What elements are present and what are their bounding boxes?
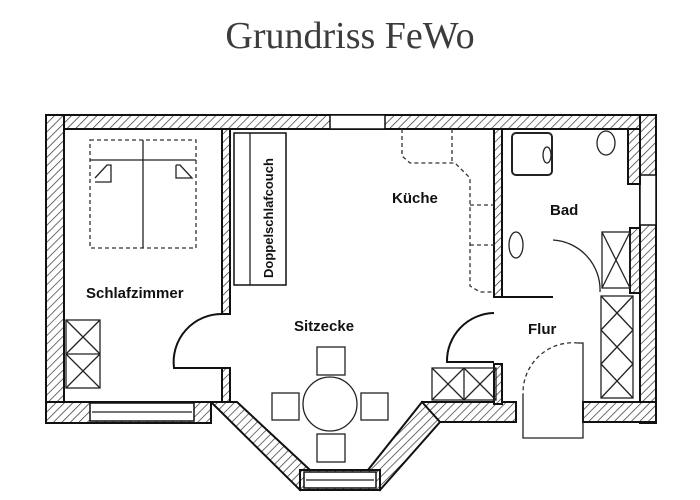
wardrobes [65, 231, 634, 401]
room-label-schlafzimmer: Schlafzimmer [86, 285, 184, 302]
couch [233, 132, 287, 286]
room-label-kueche: Küche [392, 190, 438, 207]
windows [89, 114, 657, 489]
kitchen-counter [401, 129, 494, 293]
double-bed [89, 139, 197, 249]
page-title: Grundriss FeWo [225, 15, 475, 57]
doors [172, 239, 601, 439]
outer-walls [45, 114, 657, 492]
dining-table [271, 346, 389, 463]
couch-label: Doppelschlafcouch [261, 158, 276, 278]
room-label-sitzecke: Sitzecke [294, 318, 354, 335]
room-label-bad: Bad [550, 202, 578, 219]
inner-walls [221, 128, 641, 405]
room-label-flur: Flur [528, 321, 556, 338]
bathroom-fixtures [508, 130, 616, 259]
